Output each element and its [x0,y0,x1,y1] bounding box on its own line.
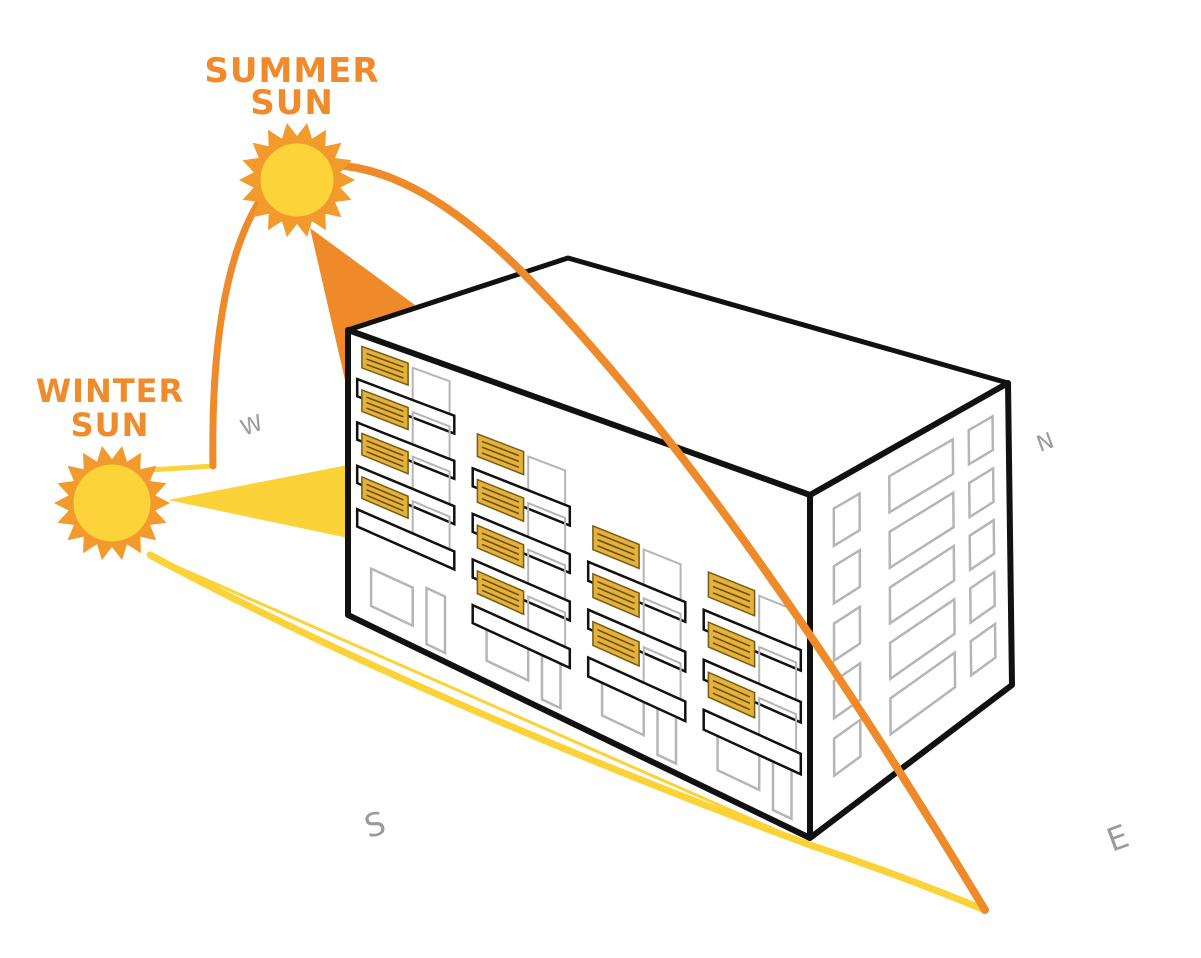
ground-door [425,586,447,655]
panel-cell-line [481,440,520,457]
panel-cell-line [366,440,404,457]
panel-cell-line [481,538,520,556]
panel-cell-line [366,445,404,462]
panel-cell-line [481,486,520,503]
winter-sun-label-line1: WINTER [36,372,184,410]
panel-cell-line [366,358,404,374]
panel-cell-line [366,494,404,512]
panel-cell-line [712,636,751,654]
winter-sun-icon [54,445,170,561]
panel-cell-line [597,545,635,562]
east-window [832,547,862,606]
panel-cell-line [481,532,520,550]
east-window [889,650,957,737]
balcony-rail [702,707,803,777]
panel-cell-line [366,483,404,501]
summer-sun-label-line1: SUMMER [204,51,379,91]
panel-cell-line [597,587,635,605]
east-window [832,604,862,664]
balcony-rail [471,603,572,670]
facade-details [355,345,803,821]
east-window [888,543,956,626]
east-window [832,717,862,779]
panel-cell-line [481,492,520,509]
winter-ground-line [149,553,986,912]
panel-cell-line [366,407,404,424]
panel-cell-line [366,450,404,468]
east-facade-windows [832,414,997,779]
summer-sun-icon [239,122,355,238]
panel-cell-line [481,452,520,468]
panel-cell-line [481,446,520,463]
winter-sun-label-line2: SUN [71,406,150,444]
panel-cell-line [481,578,520,596]
panel-cell-line [597,635,635,653]
panel-cell-line [712,629,751,647]
panel-cell-line [481,543,520,561]
summer-rise-path [209,196,264,470]
panel-cell-line [366,396,404,413]
panel-cell-line [597,641,635,659]
ground-window [369,566,414,628]
summer-sun-label-line2: SUN [250,83,334,123]
panel-cell-line [481,589,520,608]
summer-sun-path [331,161,989,914]
east-window [969,569,996,625]
panel-cell-line [481,498,520,515]
summer-beam [310,228,415,380]
panel-cell-line [712,642,751,660]
compass-east: E [1102,817,1134,860]
panel-cell-line [712,585,751,603]
east-window [832,660,862,721]
panel-cell-line [597,581,635,598]
panel-cell-line [366,401,404,418]
compass-west: W [238,411,267,442]
panel-cell-line [366,352,404,368]
east-window [832,491,861,549]
winter-horizon-line [147,463,216,473]
panel-cell-line [481,583,520,602]
panel-cell-line [712,679,751,698]
panel-cell-line [597,593,635,611]
panel-cell-line [712,692,751,711]
panel-cell-line [366,363,404,379]
east-window [969,621,997,678]
panel-cell-line [366,489,404,507]
panel-cell-line [712,592,751,609]
winter-beam [168,465,348,538]
compass-north: N [1034,429,1058,458]
balcony-rail [355,507,456,572]
east-window [888,490,955,571]
east-window [968,517,996,573]
panel-cell-line [712,579,751,596]
east-window [967,466,995,520]
east-window [888,437,955,515]
panel-cell-line [597,629,635,647]
panel-cell-line [597,533,635,550]
panel-cell-line [597,539,635,556]
panel-cell-line [712,686,751,704]
east-window [888,596,956,682]
compass-south: S [360,804,389,846]
east-window [967,414,995,467]
winter-sun-path [146,551,989,914]
balcony-rail [586,655,687,724]
